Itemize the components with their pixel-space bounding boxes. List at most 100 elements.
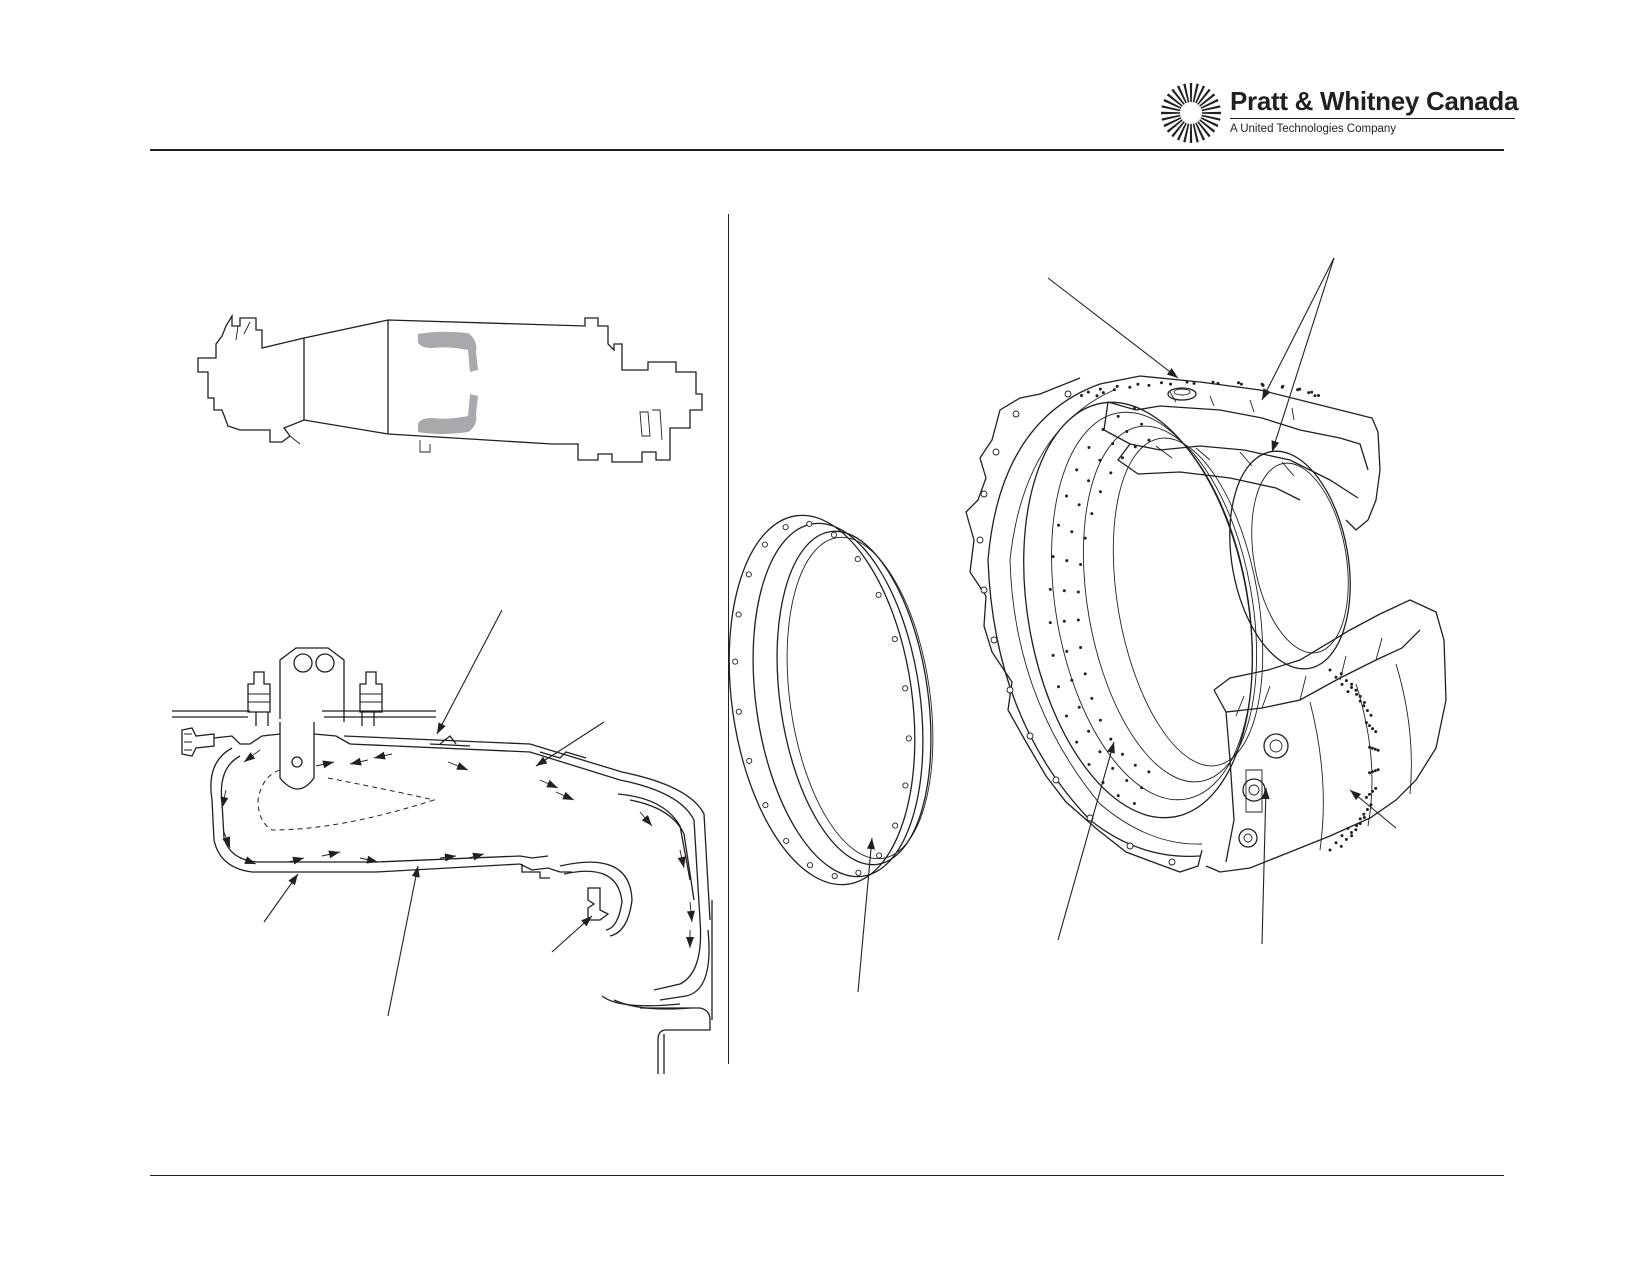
cooling-hole — [1365, 709, 1369, 712]
leader-arrowhead — [244, 752, 256, 762]
leader-arrowhead — [472, 852, 484, 861]
flange-bolt-hole — [806, 862, 814, 869]
leader-arrowhead — [328, 850, 340, 859]
cooling-hole — [1368, 771, 1372, 775]
cooling-hole — [1362, 704, 1366, 708]
housing-bolt-hole — [1126, 842, 1134, 850]
cooling-hole — [1048, 587, 1052, 591]
cooling-hole — [1371, 727, 1375, 731]
cooling-hole — [1362, 816, 1366, 819]
logo-ray — [1171, 88, 1185, 105]
cooling-hole — [1080, 394, 1083, 397]
flange-bolt-hole — [875, 591, 882, 598]
leader-arrowhead — [1261, 788, 1270, 800]
housing-bolt-hole — [1064, 390, 1072, 398]
cooling-hole — [1334, 675, 1338, 679]
logo-ray — [1163, 117, 1182, 128]
cooling-hole — [1317, 394, 1320, 397]
cooling-hole — [1296, 388, 1300, 392]
cooling-hole — [1350, 682, 1354, 686]
cooling-hole — [1237, 381, 1240, 385]
cooling-hole — [1136, 382, 1140, 386]
cooling-hole — [1350, 831, 1353, 834]
brand-block: Pratt & Whitney Canada A United Technolo… — [1160, 82, 1518, 143]
cooling-hole — [1083, 536, 1087, 540]
housing-bolt-hole — [1006, 686, 1014, 694]
cooling-hole — [1065, 649, 1069, 653]
leader-arrowhead — [677, 856, 686, 868]
leader-arrowhead — [411, 866, 420, 878]
cooling-hole — [1079, 563, 1083, 566]
leader-arrowhead — [1262, 388, 1271, 400]
cooling-hole — [1062, 589, 1066, 593]
leader-arrowhead — [437, 722, 446, 734]
brand-tagline: A United Technologies Company — [1230, 123, 1397, 135]
cooling-hole — [1334, 841, 1338, 845]
cooling-hole — [1358, 699, 1362, 703]
cooling-hole — [1057, 685, 1060, 689]
flange-bolt-hole — [806, 520, 813, 527]
cooling-hole — [1313, 394, 1317, 398]
cooling-hole — [1344, 679, 1348, 683]
cooling-hole — [1340, 834, 1344, 838]
cooling-hole — [1340, 682, 1344, 686]
cooling-hole — [1376, 768, 1380, 772]
cooling-hole — [1098, 750, 1102, 754]
logo-ray — [1161, 111, 1180, 115]
cooling-hole — [1328, 848, 1332, 852]
leader-arrowhead — [244, 856, 256, 864]
leader-arrowhead — [1271, 440, 1280, 452]
cooling-hole — [1328, 668, 1332, 672]
cooling-hole — [1109, 737, 1113, 741]
cooling-hole — [1365, 808, 1369, 811]
cooling-hole — [1368, 792, 1371, 796]
cooling-hole — [1147, 383, 1151, 387]
leader-arrowhead — [366, 855, 378, 864]
cooling-hole — [1079, 646, 1083, 649]
leader-arrowhead — [1166, 368, 1178, 378]
logo-ray — [1197, 121, 1211, 138]
cooling-hole — [1121, 752, 1124, 756]
logo-ray — [1183, 83, 1190, 103]
cooling-hole — [1376, 748, 1380, 752]
logo-ray — [1200, 98, 1219, 109]
cooling-hole — [1090, 696, 1094, 700]
footer-rule — [150, 1175, 1504, 1176]
cooling-hole — [1370, 770, 1374, 774]
logo-ray — [1183, 123, 1190, 143]
housing-bolt-hole — [1012, 410, 1020, 418]
flange-bolt-hole — [782, 524, 789, 531]
logo-ray — [1195, 85, 1206, 104]
cooling-hole — [1140, 422, 1144, 426]
cooling-hole — [1364, 721, 1368, 725]
logo-ray — [1166, 93, 1183, 107]
cooling-hole — [1065, 559, 1069, 563]
housing-bolt-hole — [976, 536, 984, 544]
starburst-logo — [1161, 83, 1221, 143]
cooling-hole — [1280, 385, 1284, 389]
logo-ray — [1201, 114, 1221, 121]
brand-underline — [1230, 118, 1515, 119]
cooling-hole — [1346, 690, 1350, 694]
logo-ray — [1195, 122, 1206, 141]
leader-arrowhead — [322, 760, 334, 769]
housing-bolt-hole — [1052, 776, 1060, 784]
logo-ray — [1161, 105, 1181, 112]
logo-ray — [1199, 119, 1216, 133]
cooling-hole — [1109, 471, 1113, 475]
cooling-hole — [1115, 384, 1119, 388]
cooling-hole — [1147, 438, 1151, 442]
cooling-hole — [1307, 391, 1311, 395]
vertical-divider — [728, 214, 729, 1064]
leader-arrowhead — [536, 756, 548, 766]
cooling-hole — [1116, 794, 1120, 798]
cooling-hole — [1362, 701, 1366, 704]
housing-bolt-hole — [980, 586, 988, 594]
leader-arrowhead — [581, 916, 592, 927]
cooling-hole — [1350, 686, 1353, 689]
cooling-hole — [1354, 828, 1358, 832]
cooling-hole — [1077, 503, 1081, 507]
leader-arrowhead — [220, 796, 229, 808]
